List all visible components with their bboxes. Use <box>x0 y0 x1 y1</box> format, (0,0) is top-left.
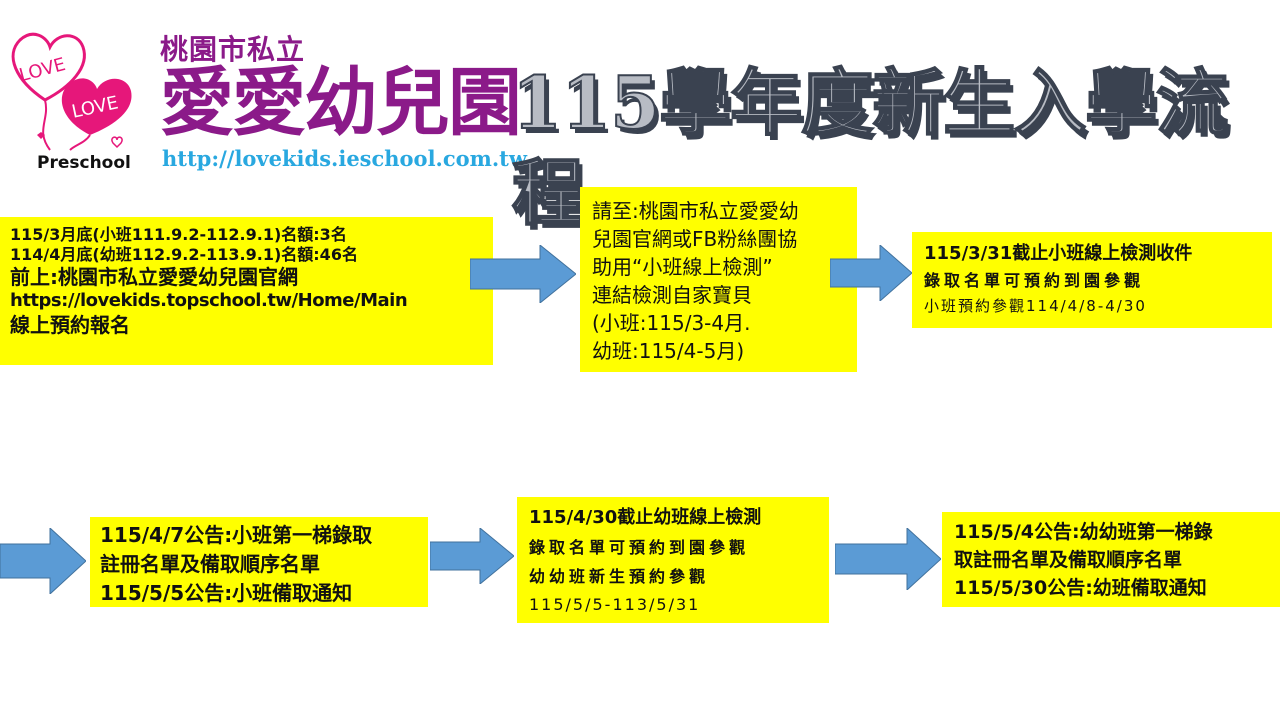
step-4-line: 註冊名單及備取順序名單 <box>100 552 320 576</box>
school-url[interactable]: http://lovekids.ieschool.com.tw <box>162 146 527 171</box>
step-3-box: 115/3/31截止小班線上檢測收件 錄取名單可預約到園參觀 小班預約參觀114… <box>912 232 1272 328</box>
school-name: 愛愛幼兒園 <box>160 60 522 146</box>
school-logo: LOVE LOVE Preschool <box>11 32 132 173</box>
step-5-line: 115/5/5-113/5/31 <box>529 595 701 614</box>
step-2-line: 兒園官網或FB粉絲團協 <box>592 227 798 251</box>
arrow-right-icon <box>470 245 576 303</box>
step-6-line: 取註冊名單及備取順序名單 <box>954 549 1183 571</box>
step-4-box: 115/4/7公告:小班第一梯錄取 註冊名單及備取順序名單 115/5/5公告:… <box>90 517 428 607</box>
step-3-line: 小班預約參觀114/4/8-4/30 <box>924 297 1147 315</box>
step-2-line: (小班:115/3-4月. <box>592 311 751 335</box>
step-1-line: 線上預約報名 <box>10 312 130 337</box>
step-4-line: 115/4/7公告:小班第一梯錄取 <box>100 523 373 547</box>
step-2-line: 請至:桃園市私立愛愛幼 <box>592 199 799 223</box>
step-5-line: 幼幼班新生預約參觀 <box>529 567 710 586</box>
step-6-line: 115/5/30公告:幼班備取通知 <box>954 577 1207 599</box>
step-2-line: 助用“小班線上檢測” <box>592 255 773 279</box>
step-6-line: 115/5/4公告:幼幼班第一梯錄 <box>954 521 1213 543</box>
step-5-line: 115/4/30截止幼班線上檢測 <box>529 507 762 528</box>
arrow-right-icon <box>835 528 941 590</box>
step-6-box: 115/5/4公告:幼幼班第一梯錄 取註冊名單及備取順序名單 115/5/30公… <box>942 512 1280 607</box>
step-1-line: https://lovekids.topschool.tw/Home/Main <box>10 290 408 311</box>
svg-text:Preschool: Preschool <box>37 153 131 173</box>
step-5-line: 錄取名單可預約到園參觀 <box>529 538 750 557</box>
arrow-right-icon <box>430 528 514 584</box>
step-1-line: 114/4月底(幼班112.9.2-113.9.1)名額:46名 <box>10 245 358 264</box>
arrow-right-icon <box>0 528 86 594</box>
step-1-line: 前上:桃園市私立愛愛幼兒園官網 <box>10 265 298 289</box>
step-5-box: 115/4/30截止幼班線上檢測 錄取名單可預約到園參觀 幼幼班新生預約參觀 1… <box>517 497 829 623</box>
step-3-line: 115/3/31截止小班線上檢測收件 <box>924 243 1193 264</box>
step-1-line: 115/3月底(小班111.9.2-112.9.1)名額:3名 <box>10 225 347 244</box>
page-title: 115學年度新生入學流程 <box>511 59 1229 236</box>
step-1-box: 115/3月底(小班111.9.2-112.9.1)名額:3名 114/4月底(… <box>0 217 493 365</box>
school-prefix: 桃園市私立 <box>160 33 306 66</box>
arrow-right-icon <box>830 245 912 301</box>
step-3-line: 錄取名單可預約到園參觀 <box>924 271 1145 290</box>
step-2-line: 幼班:115/4-5月) <box>592 339 745 363</box>
step-2-line: 連結檢測自家寶貝 <box>592 283 752 307</box>
step-4-line: 115/5/5公告:小班備取通知 <box>100 581 353 605</box>
step-2-box: 請至:桃園市私立愛愛幼 兒園官網或FB粉絲團協 助用“小班線上檢測” 連結檢測自… <box>580 187 857 372</box>
